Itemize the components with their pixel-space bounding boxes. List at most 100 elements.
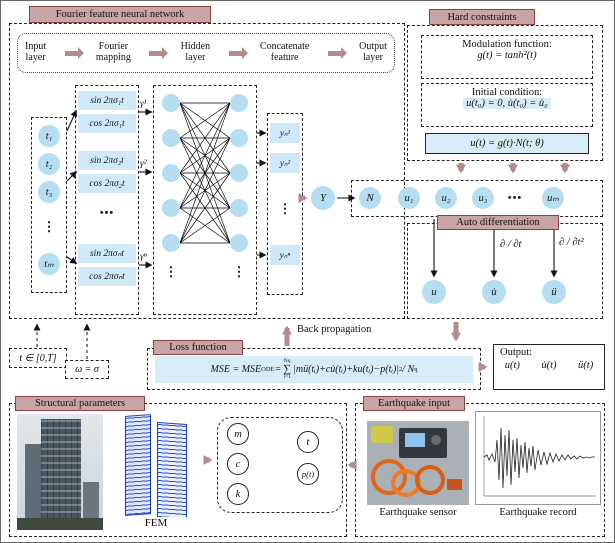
formula-part: = (274, 364, 282, 375)
m-node: m (227, 423, 249, 445)
pipeline-stage: Input layer (25, 41, 47, 63)
flow-arrow-icon (327, 47, 347, 59)
hidden-node (162, 199, 180, 217)
initial-condition-formula: u(t₀) = 0, u̇(t₀) = u̇₀ (463, 98, 551, 109)
initial-condition-box: Initial condition: u(t₀) = 0, u̇(t₀) = u… (421, 83, 593, 127)
cable-coil (415, 465, 445, 495)
pipeline-box: Input layer Fourier mapping Hidden layer… (17, 33, 395, 73)
partial-t-label: ∂ / ∂t (500, 239, 522, 250)
earthquake-box (355, 403, 605, 537)
ffnn-title: Fourier feature neural network (29, 6, 211, 23)
initial-condition-label: Initial condition: (471, 87, 543, 98)
time-domain-box: t ∈ [0,T] (9, 348, 67, 368)
formula-part: Nq (283, 357, 291, 364)
record-waveform (483, 416, 596, 497)
hidden-layer-box (153, 85, 257, 315)
input-node: t₃ (38, 181, 60, 203)
sensor-screen (405, 433, 425, 447)
hidden-node (162, 129, 180, 147)
modulation-label: Modulation function: (462, 39, 552, 50)
output-value: u(t) (504, 360, 520, 371)
building-photo (17, 414, 103, 530)
concat-output-box: yₙ² (270, 153, 300, 173)
u-row-dots: ••• (507, 192, 523, 204)
hard-constraints-title: Hard constraints (429, 9, 535, 25)
pipeline-stage: Fourier mapping (95, 41, 131, 63)
flow-arrow-icon (228, 47, 248, 59)
sensor-knob (431, 435, 441, 445)
building-tower (41, 419, 81, 520)
gamma-label: γ² (140, 159, 147, 169)
input-layer-box (31, 117, 67, 293)
gamma-label: γ¹ (140, 99, 147, 109)
y-node: Y (311, 186, 335, 210)
pipeline-stage: Hidden layer (180, 41, 211, 63)
pipeline-stage: Concatenate feature (259, 41, 310, 63)
u-node: u₁ (398, 187, 420, 209)
partial-t2-label: ∂ / ∂t² (559, 237, 584, 248)
udot-circle: u̇ (482, 280, 506, 304)
pipeline-stage: Output layer (359, 41, 387, 63)
mauve-arrows (203, 163, 570, 470)
concat-output-box: yₙⁿ (270, 245, 300, 265)
loss-function-title: Loss function (153, 340, 243, 355)
structural-box (9, 403, 347, 537)
output-value: u̇(t) (541, 360, 557, 371)
flow-arrow-icon (64, 47, 84, 59)
t-node: t (297, 431, 319, 453)
hidden-node (230, 199, 248, 217)
hidden-node (230, 164, 248, 182)
summation-symbol: Nq ∑ i=1 (283, 357, 292, 381)
c-node: c (227, 453, 249, 475)
formula-part: |mü(tᵢ)+cu̇(tᵢ)+ku(tᵢ)−p(tᵢ)| (293, 364, 400, 375)
input-node: t₁ (38, 125, 60, 147)
u-node: u₂ (435, 187, 457, 209)
dashed-connectors (33, 323, 91, 359)
concat-output-box: yₙ¹ (270, 123, 300, 143)
formula-part: 2 (399, 366, 403, 373)
formula-part: MSE = MSE (210, 364, 262, 375)
fourier-feature-box: cos 2πσₙt (78, 267, 136, 286)
hidden-node (230, 234, 248, 252)
earthquake-title: Earthquake input (363, 396, 465, 411)
formula-part: i=1 (283, 374, 291, 380)
fourier-feature-box: sin 2πσₙt (78, 244, 136, 263)
hidden-node (162, 164, 180, 182)
formula-part: / N (402, 364, 415, 375)
input-dots: ⋮ (42, 219, 56, 234)
auto-diff-title: Auto differentiation (437, 215, 559, 230)
sensor-device (399, 428, 447, 458)
input-node: tₘ (38, 253, 60, 275)
formula-part: ODE (261, 366, 275, 373)
output-value: ü(t) (578, 360, 594, 371)
fem-label: FEM (109, 517, 203, 531)
omega-sigma-box: ω = σ (65, 360, 109, 379)
u-node: u₃ (472, 187, 494, 209)
fem-model: FEM (109, 409, 203, 531)
ffnn-box (9, 23, 405, 319)
cable-connector (447, 479, 462, 490)
hidden-node (162, 94, 180, 112)
fourier-feature-box: sin 2πσ₁t (78, 91, 136, 110)
output-values: u(t) u̇(t) ü(t) (494, 358, 604, 371)
hidden-dots: ⋮ (232, 264, 246, 279)
fem-mesh-tower (157, 421, 187, 521)
pt-node: p(t) (297, 463, 319, 485)
n-node: N (359, 187, 381, 209)
hard-constraints-box (407, 25, 603, 161)
u-node: uₘ (542, 187, 564, 209)
fourier-feature-box: cos 2πσ₁t (78, 114, 136, 133)
building-wing (25, 444, 41, 520)
building-trees (17, 518, 103, 530)
sensor-photo (367, 421, 469, 505)
u-circle: u (422, 280, 446, 304)
network-lines (179, 102, 231, 244)
k-node: k (227, 483, 249, 505)
input-node: t₂ (38, 153, 60, 175)
record-label: Earthquake record (499, 507, 577, 518)
formula-part: ∑ (283, 363, 292, 375)
building-low (83, 482, 99, 520)
earthquake-record-chart (475, 411, 601, 505)
